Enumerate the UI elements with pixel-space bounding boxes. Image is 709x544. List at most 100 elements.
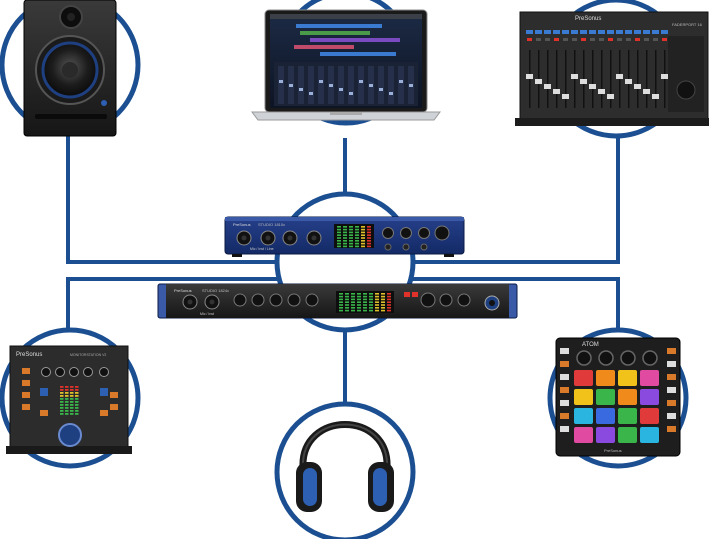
meter-led [343, 231, 347, 234]
small-knob [420, 243, 428, 251]
meter-led [349, 240, 353, 242]
source-button [22, 368, 30, 374]
faderport-fader-cap [535, 79, 542, 84]
meter-led [351, 307, 355, 309]
daw-channel [348, 66, 354, 104]
faderport-fader-cap [634, 84, 641, 89]
meter-led [351, 309, 355, 312]
daw-channel [388, 66, 394, 104]
meter-led [60, 404, 64, 406]
line-monitor-station [66, 277, 282, 335]
gain-knob [400, 227, 412, 239]
faderport-button [662, 38, 667, 41]
meter-led [369, 298, 373, 301]
monitor-station-brand: PreSonus [16, 352, 42, 358]
small-knob [402, 243, 410, 251]
faderport-scribble [634, 30, 641, 34]
source-button [100, 410, 108, 416]
select-button [40, 388, 48, 396]
side-button [667, 374, 676, 380]
meter-led [367, 234, 371, 236]
meter-led [70, 404, 74, 406]
line-faderport [410, 126, 620, 264]
meter-led [387, 293, 391, 295]
faderport-button [545, 38, 550, 41]
meter-led [337, 228, 341, 231]
faderport-fader-cap [661, 74, 668, 79]
laptop-daw [251, 9, 441, 121]
meter-led [351, 304, 355, 306]
meter-led [60, 398, 64, 400]
meter-led [387, 307, 391, 309]
input-knob [99, 367, 109, 377]
meter-led [337, 237, 341, 239]
faderport-fader-cap [625, 79, 632, 84]
status-button [404, 292, 410, 297]
meter-led [381, 293, 385, 295]
meter-led [345, 304, 349, 306]
encoder-knob [598, 350, 614, 366]
drum-pad [596, 408, 615, 424]
faderport-scribble [652, 30, 659, 34]
meter-led [343, 234, 347, 236]
meter-led [361, 226, 365, 228]
faderport-fader-track [547, 50, 549, 108]
drum-pad [640, 408, 659, 424]
meter-led [65, 389, 69, 391]
drum-pad [618, 408, 637, 424]
faderport-scribble [535, 30, 542, 34]
daw-fader-cap [369, 84, 373, 87]
source-button [22, 380, 30, 386]
faderport-button [635, 38, 640, 41]
drum-pad [596, 370, 615, 386]
daw-fader-cap [319, 80, 323, 83]
daw-fader-cap [279, 80, 283, 83]
meter-led [75, 410, 79, 412]
gain-knob [382, 227, 394, 239]
meter-led [65, 407, 69, 409]
faderport-scribble [607, 30, 614, 34]
daw-tracks [294, 24, 400, 56]
source-button [22, 404, 30, 410]
faderport-fader-track [592, 50, 594, 108]
faderport-button [572, 38, 577, 41]
monitor-station-model: MONITORSTATION V2 [70, 353, 106, 357]
meter-led [363, 295, 367, 298]
faderport-button [536, 38, 541, 41]
1810c-brand: PreSonus [233, 222, 251, 227]
faderport-fader-track [610, 50, 612, 108]
meter-led [369, 301, 373, 303]
meter-led [355, 234, 359, 236]
atom-model: ATOM [582, 342, 599, 348]
daw-channel [338, 66, 344, 104]
faderport-channel-strips [526, 30, 668, 108]
side-button [560, 400, 569, 406]
daw-faders [278, 66, 414, 104]
meter-led [60, 392, 64, 394]
daw-channel [318, 66, 324, 104]
daw-channel [398, 66, 404, 104]
daw-channel [358, 66, 364, 104]
faderport-fader-cap [643, 89, 650, 94]
meter-led [351, 301, 355, 303]
meter-led [363, 304, 367, 306]
faderport-model: FADERPORT 16 [672, 22, 703, 27]
faderport-scribble [580, 30, 587, 34]
meter-led [369, 304, 373, 306]
meter-led [337, 234, 341, 236]
meter-led [345, 309, 349, 312]
1824c-inputs [182, 294, 220, 310]
meter-led [361, 234, 365, 236]
meter-led [349, 231, 353, 234]
meter-led [351, 298, 355, 301]
side-button [560, 348, 569, 354]
1810c-inputs [236, 230, 322, 246]
meter-led [357, 309, 361, 312]
daw-channel [278, 66, 284, 104]
faderport-fader-cap [571, 74, 578, 79]
drum-pad [574, 427, 593, 443]
meter-led [369, 293, 373, 295]
meter-led [355, 226, 359, 228]
meter-led [60, 407, 64, 409]
meter-led [375, 293, 379, 295]
